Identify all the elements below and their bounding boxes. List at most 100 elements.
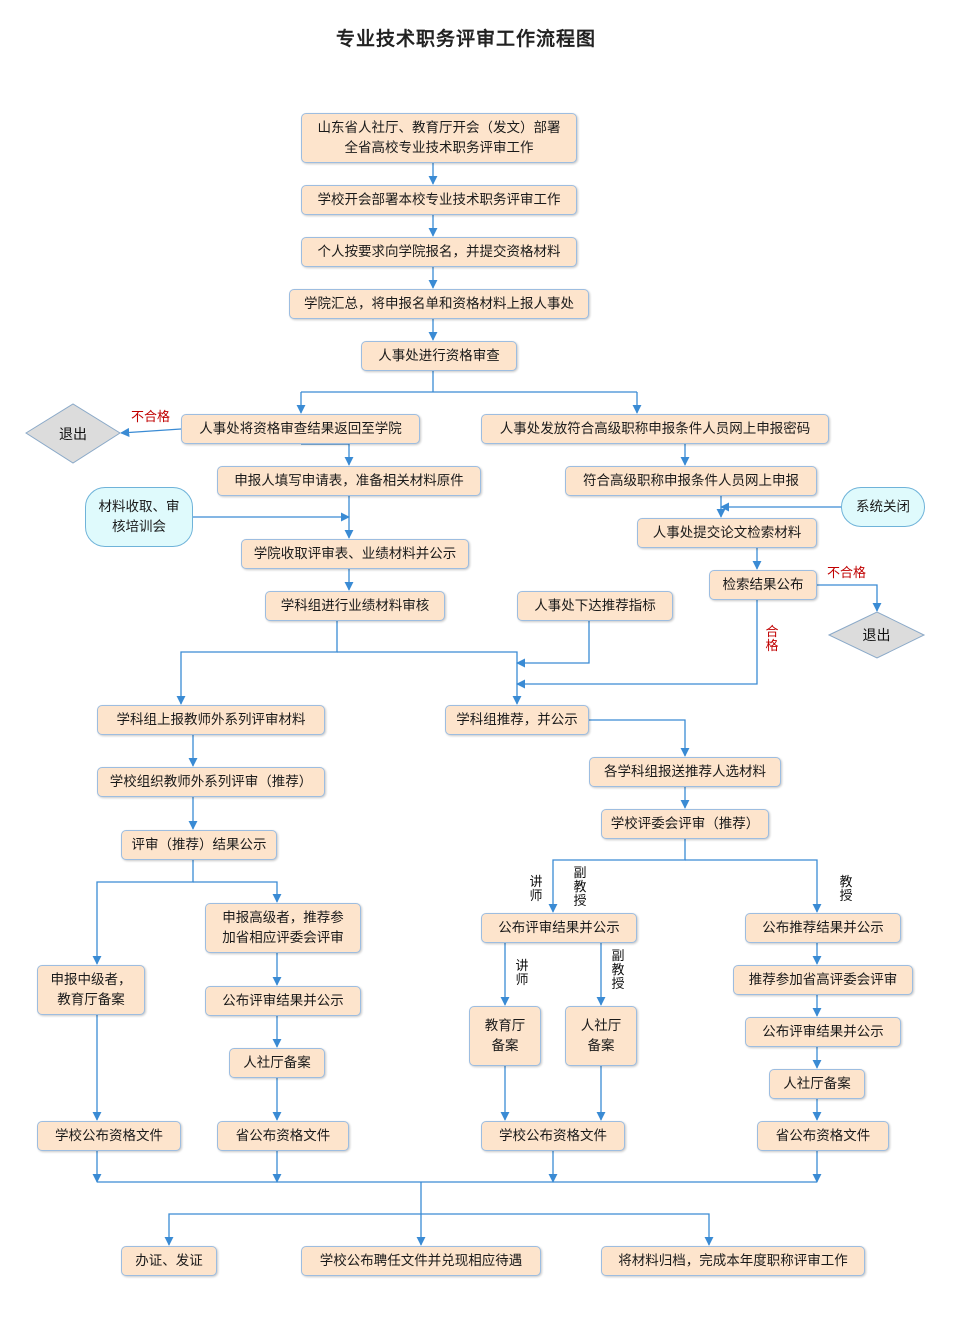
intermediate-record-box: 申报中级者， 教育厅备案: [37, 965, 145, 1015]
external-series-review-text: 学校组织教师外系列评审（推荐）: [109, 774, 313, 790]
qualification-review-text: 人事处进行资格审查: [378, 348, 500, 364]
return-results-text: 人事处将资格审查结果返回至学院: [199, 421, 402, 437]
search-results-box: 检索结果公布: [709, 570, 817, 600]
assoc-prof-label-bottom: 副教授: [611, 949, 625, 992]
publish-results-mid-box: 公布评审结果并公示: [481, 913, 637, 943]
connector-34: [685, 859, 822, 913]
school-qualification-doc-mid-text: 学校公布资格文件: [499, 1128, 607, 1144]
hrss-record-right-text: 人社厅备案: [783, 1076, 851, 1092]
exit-right-text: 退出: [862, 628, 891, 644]
college-summary-text: 学院汇总，将申报名单和资格材料上报人事处: [304, 296, 574, 312]
provincial-senior-review-box: 推荐参加省高评委会评审: [733, 965, 913, 995]
archive-text: 将材料归档，完成本年度职称评审工作: [618, 1253, 848, 1269]
connector-31: [589, 719, 690, 757]
connector-50: [421, 1213, 714, 1246]
exit-diamond-left: 退出: [26, 404, 120, 463]
college-collect-box: 学院收取评审表、业绩材料并公示: [241, 539, 469, 569]
fill-application-box: 申报人填写申请表，准备相关材料原件: [217, 466, 481, 496]
publish-recommend-text: 公布推荐结果并公示: [762, 920, 884, 936]
connector-9: [120, 427, 182, 437]
issue-password-text: 人事处发放符合高级职称申报条件人员网上申报密码: [499, 421, 811, 437]
school-qualification-doc-mid-box: 学校公布资格文件: [481, 1121, 625, 1151]
discipline-audit-box: 学科组进行业绩材料审核: [265, 591, 445, 621]
connector-10: [301, 443, 354, 466]
discipline-audit-text: 学科组进行业绩材料审核: [280, 598, 430, 614]
education-record-box: 教育厅 备案: [469, 1006, 541, 1066]
external-series-review-box: 学校组织教师外系列评审（推荐）: [97, 767, 325, 797]
certificate-text: 办证、发证: [135, 1253, 203, 1269]
personal-apply-text: 个人按要求向学院报名，并提交资格材料: [317, 244, 561, 260]
exit-diamond-left-shape: [25, 403, 121, 464]
professor-label: 教授: [839, 875, 853, 904]
return-results-box: 人事处将资格审查结果返回至学院: [181, 414, 420, 444]
submit-search-box: 人事处提交论文检索材料: [637, 518, 817, 548]
submit-candidates-box: 各学科组报送推荐人选材料: [589, 757, 781, 787]
publish-results-mid-text: 公布评审结果并公示: [498, 920, 620, 936]
connector-20: [516, 621, 590, 668]
hrss-record-mid-text: 人社厅 备案: [580, 1018, 622, 1054]
page-title: 专业技术职务评审工作流程图: [335, 28, 596, 50]
external-series-submit-text: 学科组上报教师外系列评审材料: [116, 712, 306, 728]
senior-recommend-text: 申报高级者，推荐参 加省相应评委会评审: [222, 910, 344, 946]
exit-diamond-right-shape: [827, 611, 926, 659]
submit-search-text: 人事处提交论文检索材料: [652, 525, 802, 541]
submit-candidates-text: 各学科组报送推荐人选材料: [604, 764, 766, 780]
provincial-senior-review-text: 推荐参加省高评委会评审: [748, 972, 898, 988]
province-deploy-text: 山东省人社厅、教育厅开会（发文）部署 全省高校专业技术职务评审工作: [317, 120, 561, 156]
system-closed-capsule: 系统关闭: [841, 487, 925, 527]
issue-password-box: 人事处发放符合高级职称申报条件人员网上申报密码: [481, 414, 829, 444]
connector-19: [516, 600, 758, 689]
publish-results-left-text: 公布评审结果并公示: [222, 993, 344, 1009]
province-qualification-doc-left-text: 省公布资格文件: [235, 1128, 331, 1144]
exit-diamond-right: 退出: [829, 612, 924, 658]
personal-apply-box: 个人按要求向学院报名，并提交资格材料: [301, 237, 577, 267]
connector-18: [817, 584, 882, 612]
lecturer-label-bottom: 讲师: [515, 959, 529, 988]
hrss-record-left-box: 人社厅备案: [229, 1048, 325, 1078]
system-closed-text: 系统关闭: [856, 499, 910, 515]
school-deploy-text: 学校开会部署本校专业技术职务评审工作: [317, 192, 561, 208]
lecturer-label-top: 讲师: [529, 875, 543, 904]
college-collect-text: 学院收取评审表、业绩材料并公示: [253, 546, 457, 562]
intermediate-record-text: 申报中级者， 教育厅备案: [50, 972, 132, 1008]
fill-application-text: 申报人填写申请表，准备相关材料原件: [234, 473, 464, 489]
training-meeting-capsule: 材料收取、审 核培训会: [85, 487, 193, 547]
online-apply-text: 符合高级职称申报条件人员网上申报: [583, 473, 799, 489]
exit-left-text: 退出: [59, 426, 87, 443]
publish-results-right-box: 公布评审结果并公示: [745, 1017, 901, 1047]
college-summary-box: 学院汇总，将申报名单和资格材料上报人事处: [289, 289, 589, 319]
archive-box: 将材料归档，完成本年度职称评审工作: [601, 1246, 865, 1276]
hrss-record-right-box: 人社厅备案: [769, 1069, 865, 1099]
publish-results-right-text: 公布评审结果并公示: [762, 1024, 884, 1040]
appointment-doc-text: 学校公布聘任文件并兑现相应待遇: [319, 1253, 523, 1269]
qualification-review-box: 人事处进行资格审查: [361, 341, 517, 371]
connector-25: [92, 860, 194, 965]
publish-recommend-box: 公布推荐结果并公示: [745, 913, 901, 943]
search-results-text: 检索结果公布: [722, 577, 804, 593]
review-results-public-box: 评审（推荐）结果公示: [121, 830, 277, 860]
hrss-record-mid-box: 人社厅 备案: [565, 1006, 637, 1066]
senior-recommend-box: 申报高级者，推荐参 加省相应评委会评审: [205, 903, 361, 953]
fail-label-right: 不合格: [827, 566, 867, 581]
connector-22: [337, 651, 522, 705]
publish-results-left-box: 公布评审结果并公示: [205, 986, 361, 1016]
online-apply-box: 符合高级职称申报条件人员网上申报: [565, 466, 817, 496]
school-committee-text: 学校评委会评审（推荐）: [610, 816, 760, 832]
assoc-prof-label-top: 副教授: [573, 866, 587, 909]
connector-21: [176, 621, 338, 705]
province-qualification-doc-right-box: 省公布资格文件: [757, 1121, 889, 1151]
discipline-recommend-text: 学科组推荐，并公示: [456, 712, 578, 728]
hrss-record-left-text: 人社厅备案: [243, 1055, 311, 1071]
quota-text: 人事处下达推荐指标: [534, 598, 656, 614]
discipline-recommend-box: 学科组推荐，并公示: [445, 705, 589, 735]
school-qualification-doc-left-box: 学校公布资格文件: [37, 1121, 181, 1151]
province-deploy-box: 山东省人社厅、教育厅开会（发文）部署 全省高校专业技术职务评审工作: [301, 113, 577, 163]
pass-label: 合格: [765, 625, 779, 654]
connector-33: [548, 839, 686, 913]
appointment-doc-box: 学校公布聘任文件并兑现相应待遇: [301, 1246, 541, 1276]
school-committee-box: 学校评委会评审（推荐）: [601, 809, 769, 839]
school-qualification-doc-left-text: 学校公布资格文件: [55, 1128, 163, 1144]
province-qualification-doc-right-text: 省公布资格文件: [775, 1128, 871, 1144]
training-meeting-text: 材料收取、审 核培训会: [98, 499, 180, 535]
